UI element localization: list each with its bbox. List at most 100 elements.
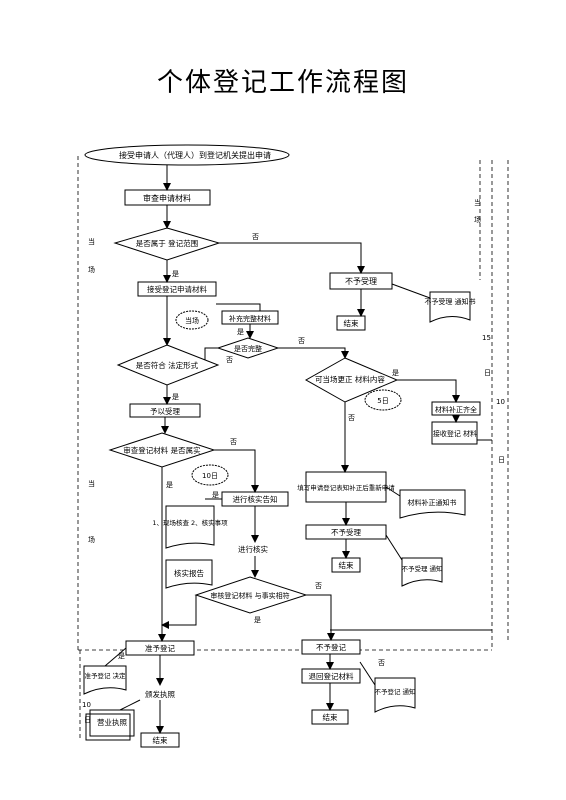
license-label: 营业执照 bbox=[97, 717, 127, 727]
branch-labels: 否 是 是 否 否 是 是 否 否 是 是 否 是 是 否 bbox=[118, 233, 399, 667]
reject-notice-label-3: 不予登记 通知 bbox=[374, 687, 415, 696]
deny-node: 不予登记 bbox=[301, 639, 361, 655]
end-node-4: 结束 bbox=[311, 709, 349, 725]
side-labels: 当 场 当 场 当 场 15 日 10 日 10 日 bbox=[82, 198, 505, 724]
supplement-doc-node: 补充完整材料 bbox=[221, 310, 279, 325]
scope-decision-label: 是否属于 登记范围 bbox=[136, 238, 198, 248]
register-materials-label: 接受登记申请材料 bbox=[147, 284, 207, 294]
submit-docs-node: 接收登记 材料 bbox=[431, 421, 478, 445]
label-no-7: 否 bbox=[378, 659, 385, 667]
start-label: 接受申请人（代理人）到登记机关提出申请 bbox=[119, 150, 271, 160]
bubble-10-days: 10日 bbox=[191, 464, 229, 486]
review-docs-node: 审查申请材料 bbox=[124, 189, 211, 206]
page-title: 个体登记工作流程图 bbox=[156, 68, 409, 98]
fill-in-label: 填写申请登记表知补正后重新申请 bbox=[297, 483, 395, 492]
label-no-4: 否 bbox=[348, 414, 355, 422]
license-node: 营业执照 bbox=[85, 709, 135, 741]
review-docs-label: 审查申请材料 bbox=[143, 193, 191, 203]
form-decision: 是否符合 法定形式 bbox=[116, 344, 220, 386]
label-no-6: 否 bbox=[315, 582, 322, 590]
connectors bbox=[104, 165, 492, 734]
deny-label: 不予登记 bbox=[316, 642, 346, 652]
end-node-1: 结束 bbox=[336, 315, 366, 331]
bubble-5-days: 5日 bbox=[364, 389, 402, 411]
side-right-10: 10 bbox=[496, 398, 505, 406]
verify-decision-label: 审查登记材料 是否属实 bbox=[123, 445, 201, 455]
register-materials-node: 接受登记申请材料 bbox=[137, 281, 217, 297]
bubble-same-day: 当场 bbox=[175, 310, 209, 330]
verify-notice-label: 进行核实告知 bbox=[233, 494, 278, 504]
dashed-frame bbox=[77, 156, 509, 740]
label-no-2: 否 bbox=[226, 356, 233, 364]
supplement-doc-label: 补充完整材料 bbox=[229, 314, 271, 323]
reject-notice-label-2: 不予受理 通知 bbox=[401, 564, 442, 573]
complete-decision: 是否完整 bbox=[216, 337, 280, 359]
label-yes-8: 是 bbox=[118, 652, 125, 660]
accept-node: 予以受理 bbox=[129, 403, 201, 418]
side-left-mid-1: 当 bbox=[88, 479, 95, 488]
accept-label: 予以受理 bbox=[150, 406, 180, 416]
verify-items-node: 1、现场核查 2、核实事项 bbox=[152, 505, 228, 549]
label-yes-5: 是 bbox=[166, 481, 173, 489]
implement-node: 进行核实 bbox=[238, 544, 268, 554]
label-yes-6: 是 bbox=[212, 491, 219, 499]
label-yes-1: 是 bbox=[172, 270, 179, 278]
side-right-top-2: 场 bbox=[474, 215, 481, 224]
bubble-10-days-label: 10日 bbox=[202, 472, 218, 480]
verify-items-label: 1、现场核查 2、核实事项 bbox=[152, 518, 228, 527]
issue-license-decision-label: 准予登记 决定 bbox=[84, 671, 126, 680]
label-no-5: 否 bbox=[230, 438, 237, 446]
label-yes-7: 是 bbox=[254, 616, 261, 624]
match-decision: 审核登记材料 与事实相符 bbox=[194, 576, 308, 614]
submit-docs-label: 接收登记 材料 bbox=[433, 429, 477, 438]
reject-notice-3: 不予登记 通知 bbox=[374, 677, 416, 713]
end-label-2: 结束 bbox=[339, 560, 354, 570]
verify-notice-node: 进行核实告知 bbox=[221, 491, 289, 507]
side-right-top-1: 当 bbox=[474, 198, 481, 207]
issue-license-label: 颁发执照 bbox=[145, 689, 175, 699]
check-report-label: 核实报告 bbox=[174, 568, 204, 578]
fill-in-node: 填写申请登记表知补正后重新申请 bbox=[297, 471, 395, 503]
complete-decision-label: 是否完整 bbox=[234, 344, 262, 353]
supplement-notice-node: 材料补正通知书 bbox=[399, 489, 466, 519]
label-no-1: 否 bbox=[252, 233, 259, 241]
reject-notice-2: 不予受理 通知 bbox=[401, 557, 443, 587]
end-label-4: 结束 bbox=[323, 712, 338, 722]
implement-label: 进行核实 bbox=[238, 544, 268, 554]
supplement-notice-label: 材料补正通知书 bbox=[408, 498, 457, 507]
form-decision-label: 是否符合 法定形式 bbox=[136, 360, 199, 370]
reject-notice-1: 不予受理 通知书 bbox=[424, 291, 476, 323]
reject-node-2: 不予受理 bbox=[305, 524, 387, 540]
return-docs-node: 退回登记材料 bbox=[301, 668, 361, 684]
side-right-mid-2: 日 bbox=[498, 456, 505, 464]
grant-label: 准予登记 bbox=[145, 643, 175, 653]
side-left-bottom-2: 日 bbox=[84, 716, 91, 724]
check-report-node: 核实报告 bbox=[165, 559, 213, 589]
issue-license-node: 颁发执照 bbox=[145, 689, 175, 699]
reject-label-1: 不予受理 bbox=[345, 276, 377, 286]
end-label-3: 结束 bbox=[153, 735, 168, 745]
match-decision-label: 审核登记材料 与事实相符 bbox=[210, 591, 289, 600]
label-yes-3: 是 bbox=[392, 369, 399, 377]
reject-notice-label-1: 不予受理 通知书 bbox=[424, 297, 475, 306]
end-label-1: 结束 bbox=[344, 318, 359, 328]
label-yes-4: 是 bbox=[172, 393, 179, 401]
end-node-2: 结束 bbox=[331, 557, 361, 573]
start-node: 接受申请人（代理人）到登记机关提出申请 bbox=[84, 144, 290, 166]
label-yes-2: 是 bbox=[237, 328, 244, 336]
end-node-3: 结束 bbox=[140, 732, 180, 748]
side-left-bottom: 10 bbox=[82, 701, 91, 709]
bubble-same-day-label: 当场 bbox=[185, 316, 199, 325]
scope-decision: 是否属于 登记范围 bbox=[113, 227, 221, 261]
side-left-top-2: 场 bbox=[88, 265, 95, 274]
side-left-mid-2: 场 bbox=[88, 535, 95, 544]
return-docs-label: 退回登记材料 bbox=[309, 671, 354, 681]
reject-label-2: 不予受理 bbox=[331, 527, 361, 537]
docs-complete-node: 材料补正齐全 bbox=[431, 401, 481, 416]
side-right-15: 15 bbox=[482, 334, 491, 342]
side-right-mid-1: 日 bbox=[484, 369, 491, 377]
label-no-3: 否 bbox=[298, 337, 305, 345]
side-left-top-1: 当 bbox=[88, 237, 95, 246]
grant-node: 准予登记 bbox=[125, 640, 195, 656]
issue-license-decision: 准予登记 决定 bbox=[83, 665, 127, 695]
